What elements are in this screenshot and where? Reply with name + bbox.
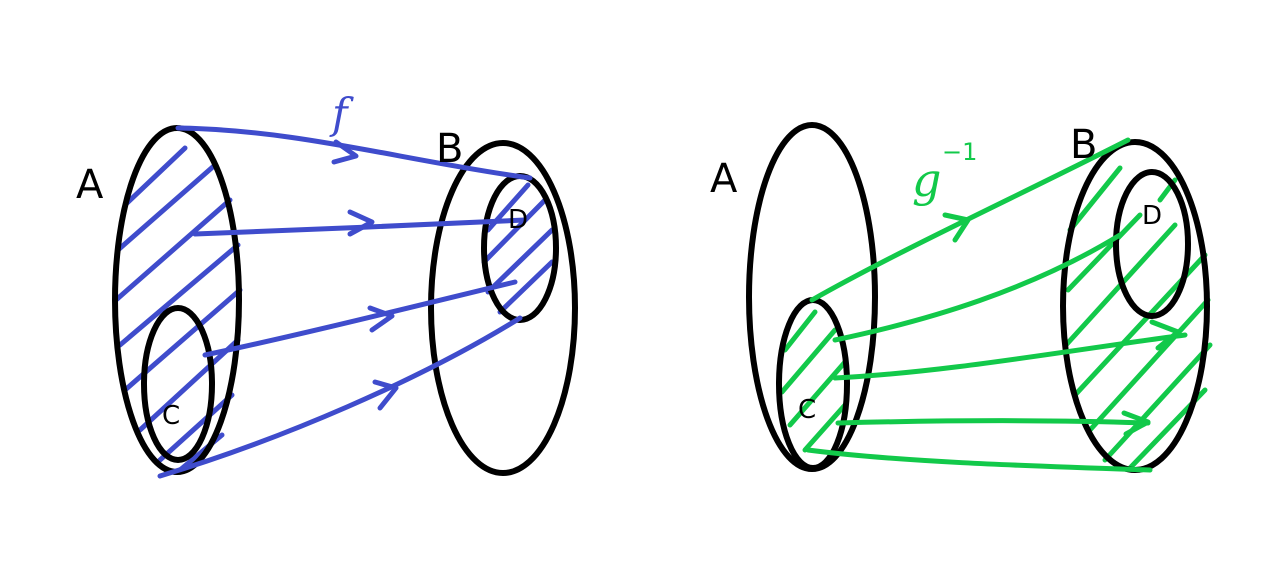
arrowhead-upper [347, 209, 375, 237]
right-label-d: D [1142, 201, 1162, 231]
left-label-c: C [162, 401, 180, 431]
map-line-lower [835, 418, 1151, 426]
right-subset-c-hatching [779, 309, 848, 453]
left-label-a: A [76, 162, 104, 208]
right-label-a: A [710, 156, 738, 202]
map-line-upper [832, 232, 1123, 343]
map-line-middle [202, 279, 518, 358]
map-line-bottom [805, 447, 1153, 473]
map-line-bottom [157, 315, 523, 479]
right-label-b: B [1070, 122, 1097, 168]
left-set-d-hatching [481, 182, 555, 315]
left-function-label: f [329, 89, 354, 138]
left-diagram: A B C D f [76, 89, 578, 479]
left-set-b-outline [428, 140, 578, 476]
left-mapping-arrows [157, 125, 533, 479]
map-line-middle [832, 332, 1188, 381]
left-label-d: D [508, 205, 528, 235]
right-diagram: A B C D g −1 [710, 122, 1213, 473]
right-subset-d-outline [1113, 169, 1191, 319]
left-label-b: B [436, 126, 463, 172]
left-subset-c-outline [141, 305, 215, 463]
map-line-top [175, 125, 533, 181]
right-mapping-arrows [805, 137, 1188, 473]
right-function-superscript: −1 [942, 138, 977, 166]
arrowhead-bottom [372, 379, 399, 411]
map-line-top [809, 137, 1131, 303]
arrowhead-middle [367, 305, 395, 333]
right-function-label: g [912, 153, 941, 207]
arrowhead-top [331, 139, 359, 165]
arrowhead-top [942, 212, 971, 243]
arrowhead-middle [1149, 319, 1181, 351]
right-label-c: C [798, 395, 816, 425]
arrowhead-lower [1121, 410, 1151, 437]
